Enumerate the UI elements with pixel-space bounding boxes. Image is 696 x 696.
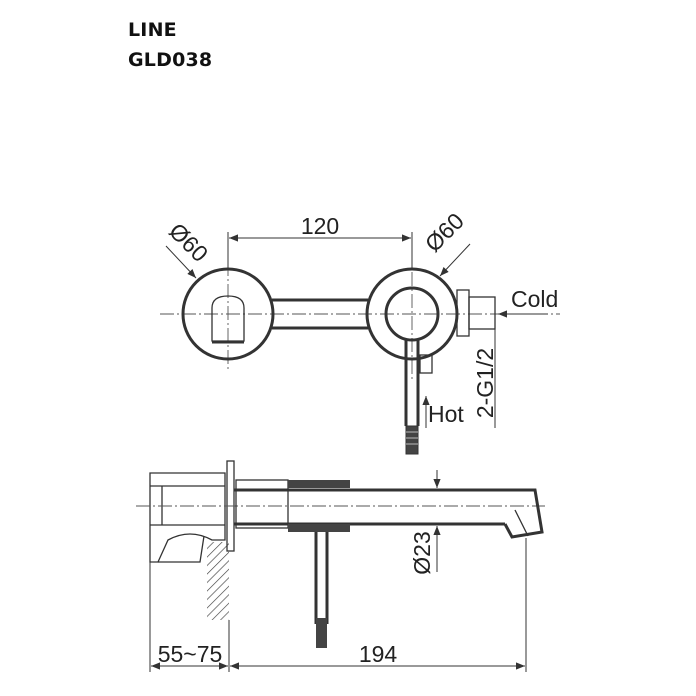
spout-cover-plate	[181, 267, 275, 361]
side-lever-grip	[316, 618, 327, 648]
spacing-label: 120	[301, 213, 339, 239]
side-view: Ø23 55~75 194	[136, 460, 545, 672]
model-code: GLD038	[128, 49, 213, 71]
spout-length-label: 194	[359, 641, 398, 667]
hot-inlet-body	[419, 354, 433, 374]
thread-label: 2-G1/2	[472, 348, 498, 418]
valve-body	[149, 472, 226, 563]
front-view: 120 Ø60 Ø60 Cold 2-G1/2 Hot	[160, 208, 560, 455]
right-diameter-label: Ø60	[420, 208, 469, 257]
right-diameter-leader	[439, 243, 471, 277]
left-diameter-leader	[165, 245, 197, 279]
lever-grip	[405, 425, 419, 455]
cold-label: Cold	[511, 286, 558, 312]
wall-hatching	[207, 542, 229, 620]
left-diameter-label: Ø60	[164, 218, 213, 267]
mixer-cap-bottom	[288, 524, 350, 532]
hot-label: Hot	[428, 401, 464, 427]
spout-diameter-label: Ø23	[409, 531, 435, 574]
spout-outlet	[211, 295, 245, 342]
valve-body-base	[158, 535, 205, 563]
mixer-body-side	[235, 479, 289, 529]
mixer-cap-top	[288, 480, 350, 488]
mixer-handle-hub	[384, 286, 440, 342]
series-title: LINE	[128, 19, 177, 41]
cold-inlet-connector	[468, 296, 496, 330]
spout-tip	[503, 488, 544, 539]
wall-depth-label: 55~75	[158, 641, 223, 667]
cold-inlet-body	[456, 289, 470, 337]
